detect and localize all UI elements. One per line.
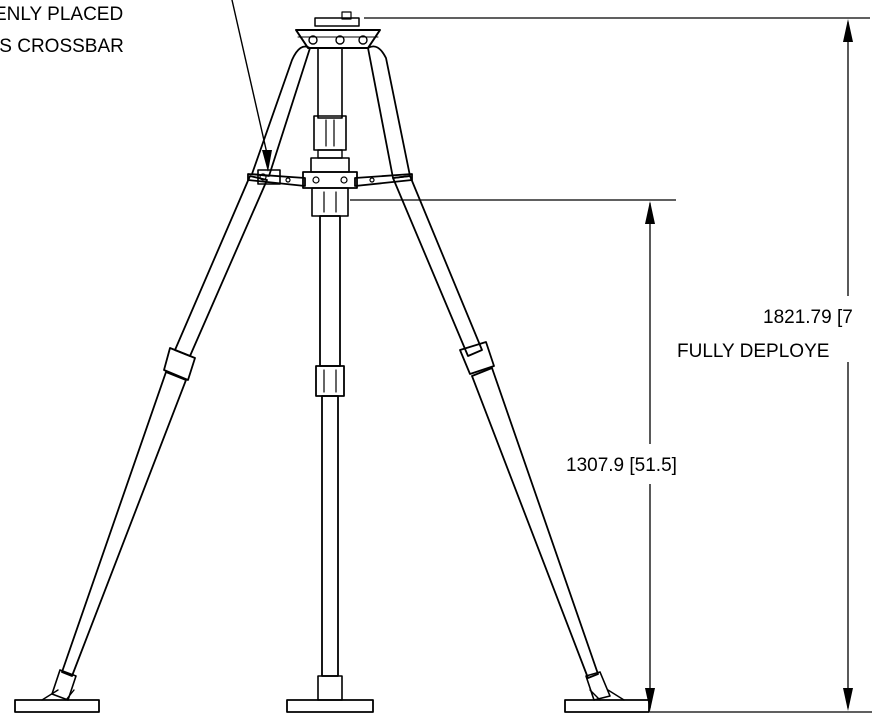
center-mast-upper	[310, 47, 350, 173]
right-leg	[367, 45, 650, 713]
callout-line-2: IS CROSSBAR	[0, 36, 124, 57]
callout-leader	[231, 0, 272, 172]
overall-height-label: 1821.79 [7	[763, 307, 853, 328]
callout-line-1: ENLY PLACED	[0, 4, 123, 25]
center-leg	[286, 215, 374, 713]
hub-height-label: 1307.9 [51.5]	[566, 455, 677, 476]
crossbar	[247, 169, 413, 217]
overall-height-note: FULLY DEPLOYE	[677, 341, 829, 362]
hub-height-dimension	[350, 199, 676, 711]
left-leg	[14, 45, 311, 713]
overall-height-dimension	[364, 17, 872, 713]
